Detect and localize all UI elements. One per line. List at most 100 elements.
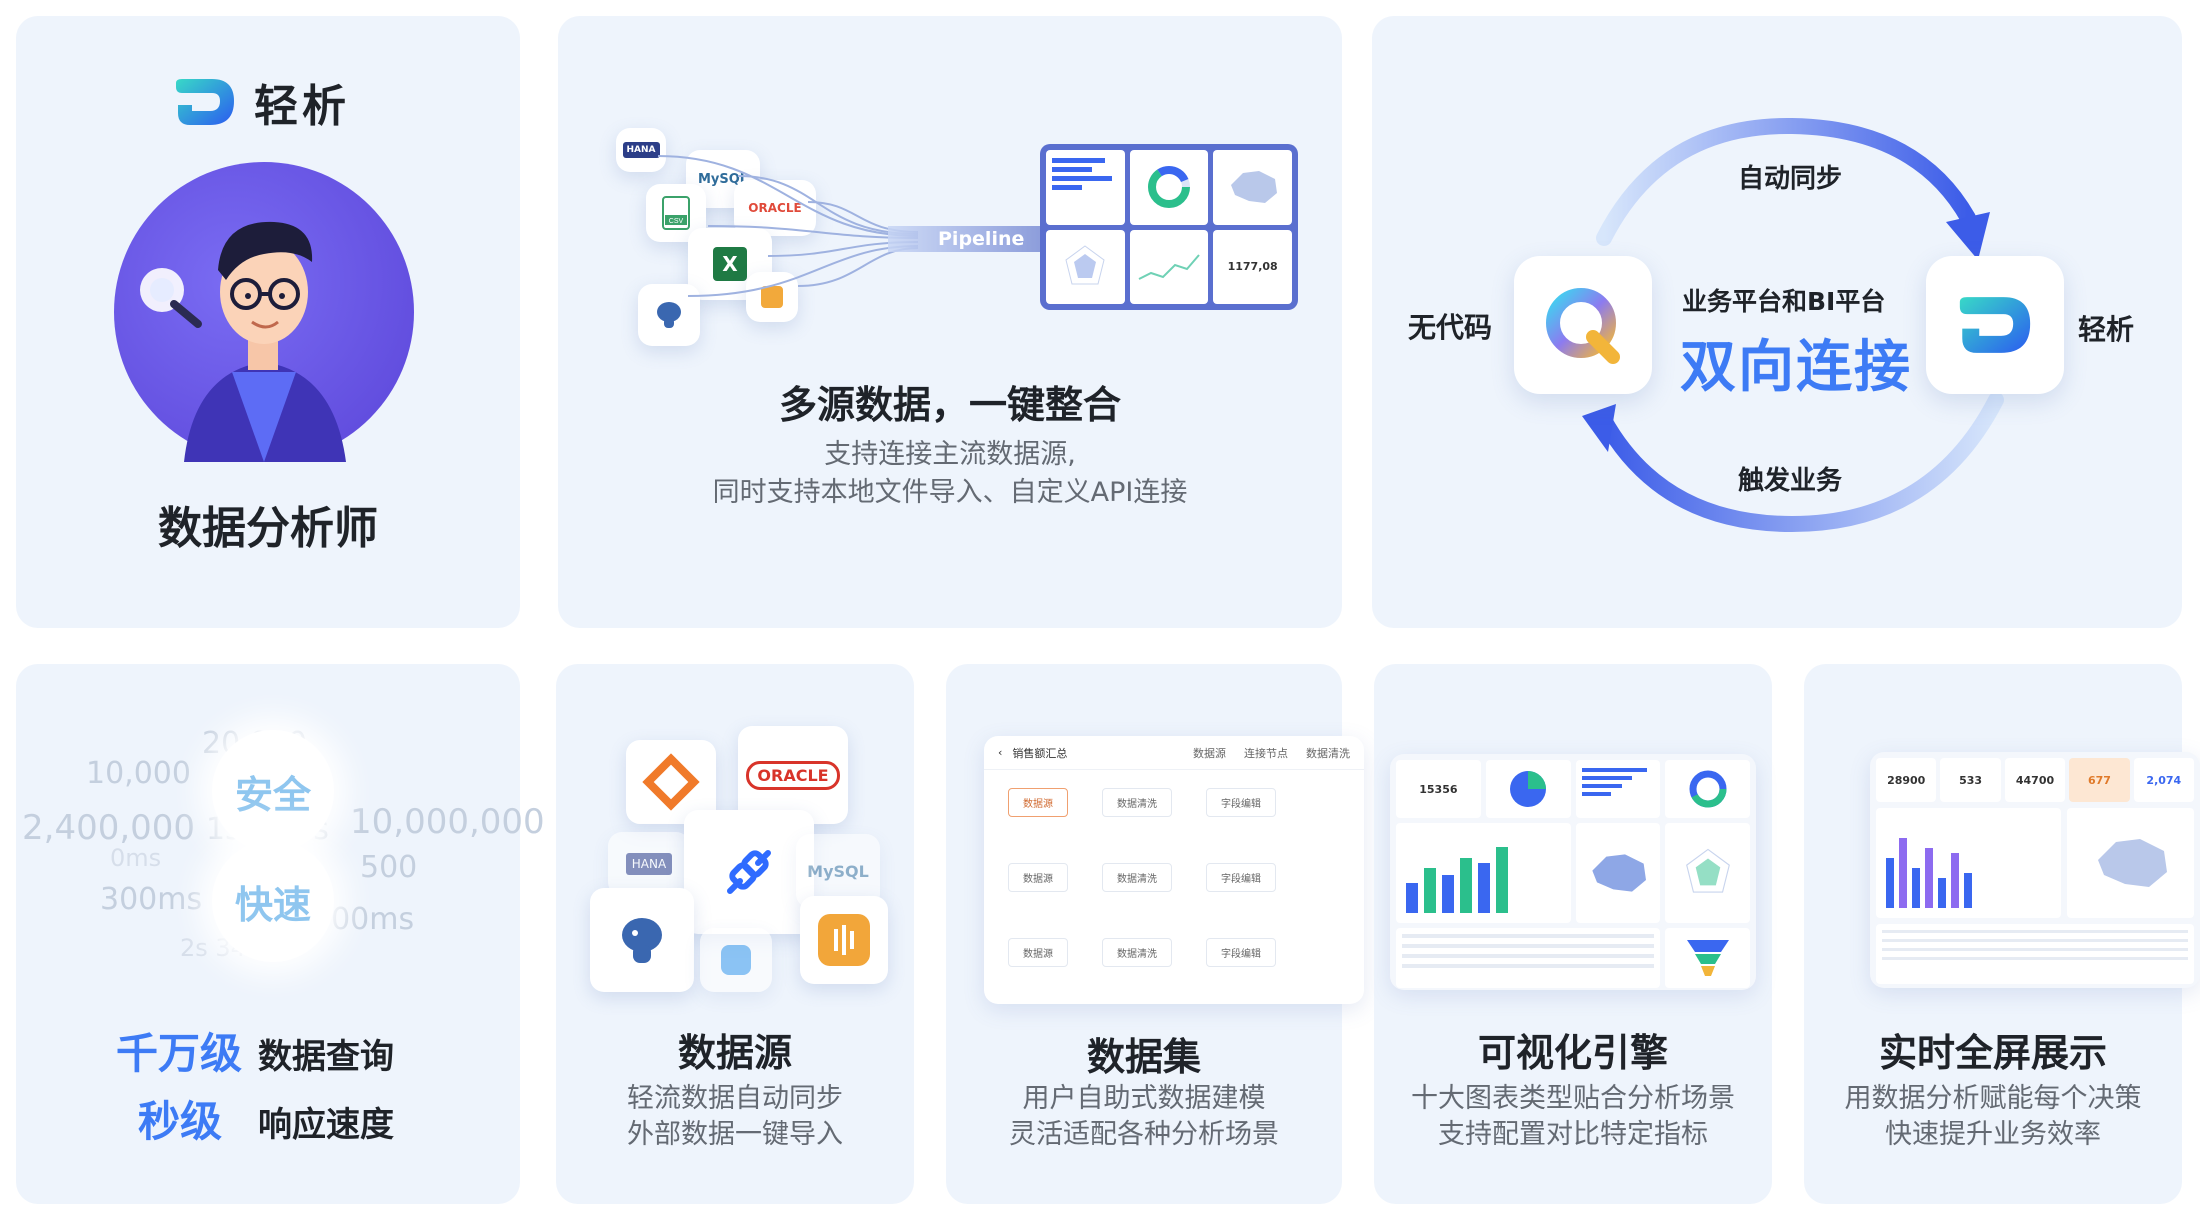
mysql-tile-icon: MySQL bbox=[796, 834, 880, 908]
flow-row: 数据源 数据清洗 字段编辑 bbox=[1008, 938, 1340, 967]
flow-node-source[interactable]: 数据源 bbox=[1008, 938, 1068, 967]
latency-highlight: 秒级 bbox=[138, 1097, 223, 1146]
flow-node-edit[interactable]: 字段编辑 bbox=[1206, 788, 1276, 817]
viz-card: 15356 可视化引擎 十大图表类型贴合分析场景 支持配置对比特定指标 bbox=[1374, 664, 1772, 1204]
center-title: 双向连接 bbox=[1680, 335, 1912, 400]
dataset-preview: ‹ 销售额汇总 数据源 连接节点 数据清洗 数据源 数据清洗 字段编辑 数据源 … bbox=[984, 736, 1364, 1004]
back-icon[interactable]: ‹ bbox=[998, 746, 1003, 759]
multisource-desc-1: 支持连接主流数据源, bbox=[824, 439, 1076, 470]
viz-desc-1: 十大图表类型贴合分析场景 bbox=[1411, 1083, 1735, 1114]
radar-widget bbox=[1046, 229, 1125, 304]
detail-table bbox=[1876, 924, 2194, 984]
nocode-label: 无代码 bbox=[1408, 311, 1493, 344]
connect-card: 自动同步 触发业务 无代码 业务平台和BI平台 双向连接 轻析 bbox=[1372, 16, 2182, 628]
qingflow-q-icon bbox=[1546, 288, 1620, 364]
svg-text:CSV: CSV bbox=[669, 218, 684, 225]
flow-node-source[interactable]: 数据源 bbox=[1008, 788, 1068, 817]
flow-row: 数据源 数据清洗 字段编辑 bbox=[1008, 863, 1340, 892]
fullscreen-desc-2: 快速提升业务效率 bbox=[1885, 1119, 2101, 1150]
fullscreen-card: 28900 533 44700 677 2,074 实时全屏展示 用数据分析赋能… bbox=[1804, 664, 2200, 1204]
latency-line: 秒级 响应速度 bbox=[138, 1088, 394, 1149]
dataset-desc-1: 用户自助式数据建模 bbox=[1022, 1083, 1266, 1114]
qingxi-logo-icon bbox=[176, 79, 234, 125]
pipeline-label: Pipeline bbox=[938, 228, 1025, 250]
donut-widget bbox=[1129, 150, 1209, 225]
qingxi-label: 轻析 bbox=[2078, 313, 2135, 346]
hbar-tile bbox=[1575, 760, 1661, 818]
audio-tile-icon bbox=[800, 896, 888, 984]
brand-logo: 轻析 bbox=[172, 70, 350, 134]
ghost-number: 2,400,000 bbox=[22, 808, 196, 848]
flow-row: 数据源 数据清洗 字段编辑 bbox=[1008, 788, 1340, 817]
scale-text: 数据查询 bbox=[258, 1037, 395, 1077]
multisource-card: HANA MySQL CSV ORACLE X Pipeline bbox=[558, 16, 1342, 628]
flow-node-edit[interactable]: 字段编辑 bbox=[1206, 938, 1276, 967]
radar-tile bbox=[1665, 823, 1750, 923]
pie-tile bbox=[1485, 760, 1571, 818]
map-tile bbox=[1575, 823, 1661, 923]
analyst-avatar bbox=[114, 162, 414, 462]
bar-widget bbox=[1046, 150, 1125, 225]
hana-source-icon: HANA bbox=[616, 128, 666, 172]
fullscreen-desc-1: 用数据分析赋能每个决策 bbox=[1844, 1083, 2142, 1114]
postgres-tile-icon bbox=[590, 888, 694, 992]
analyst-card: 轻析 数据分析师 bbox=[16, 16, 520, 628]
dataset-card: ‹ 销售额汇总 数据源 连接节点 数据清洗 数据源 数据清洗 字段编辑 数据源 … bbox=[946, 664, 1364, 1204]
scale-line: 千万级 数据查询 bbox=[116, 1020, 394, 1081]
fullscreen-title: 实时全屏展示 bbox=[1878, 1031, 2107, 1075]
ghost-number: 10,000,000 bbox=[350, 802, 545, 842]
flow-node-clean[interactable]: 数据清洗 bbox=[1102, 863, 1172, 892]
viz-preview: 15356 bbox=[1390, 754, 1756, 990]
speed-card: 10,000 20,000 2,400,000 1s ms 10,000,000… bbox=[16, 664, 545, 1204]
sync-tile-icon bbox=[700, 928, 772, 992]
latency-text: 响应速度 bbox=[258, 1105, 395, 1145]
hana-tile-icon: HANA bbox=[608, 832, 690, 896]
datasource-title: 数据源 bbox=[677, 1031, 792, 1075]
dataset-header: 销售额汇总 bbox=[1012, 746, 1068, 760]
kpi-widget: 1177,08 bbox=[1213, 229, 1292, 304]
table-tile bbox=[1396, 928, 1661, 988]
tab-clean[interactable]: 数据清洗 bbox=[1306, 746, 1350, 760]
safe-badge: 安全 bbox=[212, 730, 334, 852]
json-source-icon bbox=[746, 272, 798, 322]
analyst-illustration-icon bbox=[140, 221, 346, 462]
flow-node-clean[interactable]: 数据清洗 bbox=[1102, 788, 1172, 817]
datasource-card: ORACLE HANA MySQL 数据源 轻流数据自动同步 外部数据一键导入 bbox=[556, 664, 914, 1204]
combo-chart bbox=[1876, 808, 2062, 918]
tab-datasource[interactable]: 数据源 bbox=[1193, 746, 1226, 760]
sync-cycle-arrows bbox=[1582, 117, 2004, 533]
sync-label: 自动同步 bbox=[1738, 164, 1843, 194]
qingflow-logo-tile bbox=[1514, 256, 1652, 394]
multisource-desc-2: 同时支持本地文件导入、自定义API连接 bbox=[712, 477, 1188, 508]
kpi-strip: 28900 533 44700 677 2,074 bbox=[1876, 758, 2195, 802]
flow-node-clean[interactable]: 数据清洗 bbox=[1102, 938, 1172, 967]
tab-join[interactable]: 连接节点 bbox=[1244, 746, 1288, 760]
ghost-number: 0ms bbox=[110, 844, 162, 872]
dataset-desc-2: 灵活适配各种分析场景 bbox=[1009, 1119, 1279, 1150]
dataset-preview-header: ‹ 销售额汇总 数据源 连接节点 数据清洗 bbox=[984, 736, 1364, 770]
flow-node-edit[interactable]: 字段编辑 bbox=[1206, 863, 1276, 892]
datasource-desc-1: 轻流数据自动同步 bbox=[627, 1083, 843, 1114]
ghost-number: 500 bbox=[360, 850, 418, 885]
map-chart bbox=[2067, 808, 2194, 918]
fullscreen-preview: 28900 533 44700 677 2,074 bbox=[1870, 752, 2200, 988]
viz-desc-2: 支持配置对比特定指标 bbox=[1438, 1119, 1708, 1150]
column-tile bbox=[1396, 823, 1571, 923]
scale-highlight: 千万级 bbox=[116, 1029, 243, 1078]
flow-rows: 数据源 数据清洗 字段编辑 数据源 数据清洗 字段编辑 数据源 数据清洗 字段编… bbox=[984, 770, 1364, 985]
dataset-title: 数据集 bbox=[1086, 1035, 1201, 1079]
qingxi-logo-icon-2 bbox=[1959, 297, 2031, 353]
center-subtitle: 业务平台和BI平台 bbox=[1682, 287, 1886, 316]
fast-badge: 快速 bbox=[212, 840, 334, 962]
connector-plug-icon bbox=[684, 810, 814, 934]
funnel-tile bbox=[1665, 928, 1750, 988]
brand-name: 轻析 bbox=[254, 81, 350, 132]
ghost-number: 10,000 bbox=[86, 756, 191, 791]
ghost-number: 300ms bbox=[100, 882, 203, 917]
postgres-source-icon bbox=[638, 284, 700, 346]
flow-node-source[interactable]: 数据源 bbox=[1008, 863, 1068, 892]
map-widget bbox=[1213, 150, 1292, 225]
trigger-label: 触发业务 bbox=[1738, 466, 1843, 496]
kpi-tile: 15356 bbox=[1396, 760, 1481, 818]
pipeline-dashboard: 1177,08 bbox=[1040, 144, 1298, 310]
